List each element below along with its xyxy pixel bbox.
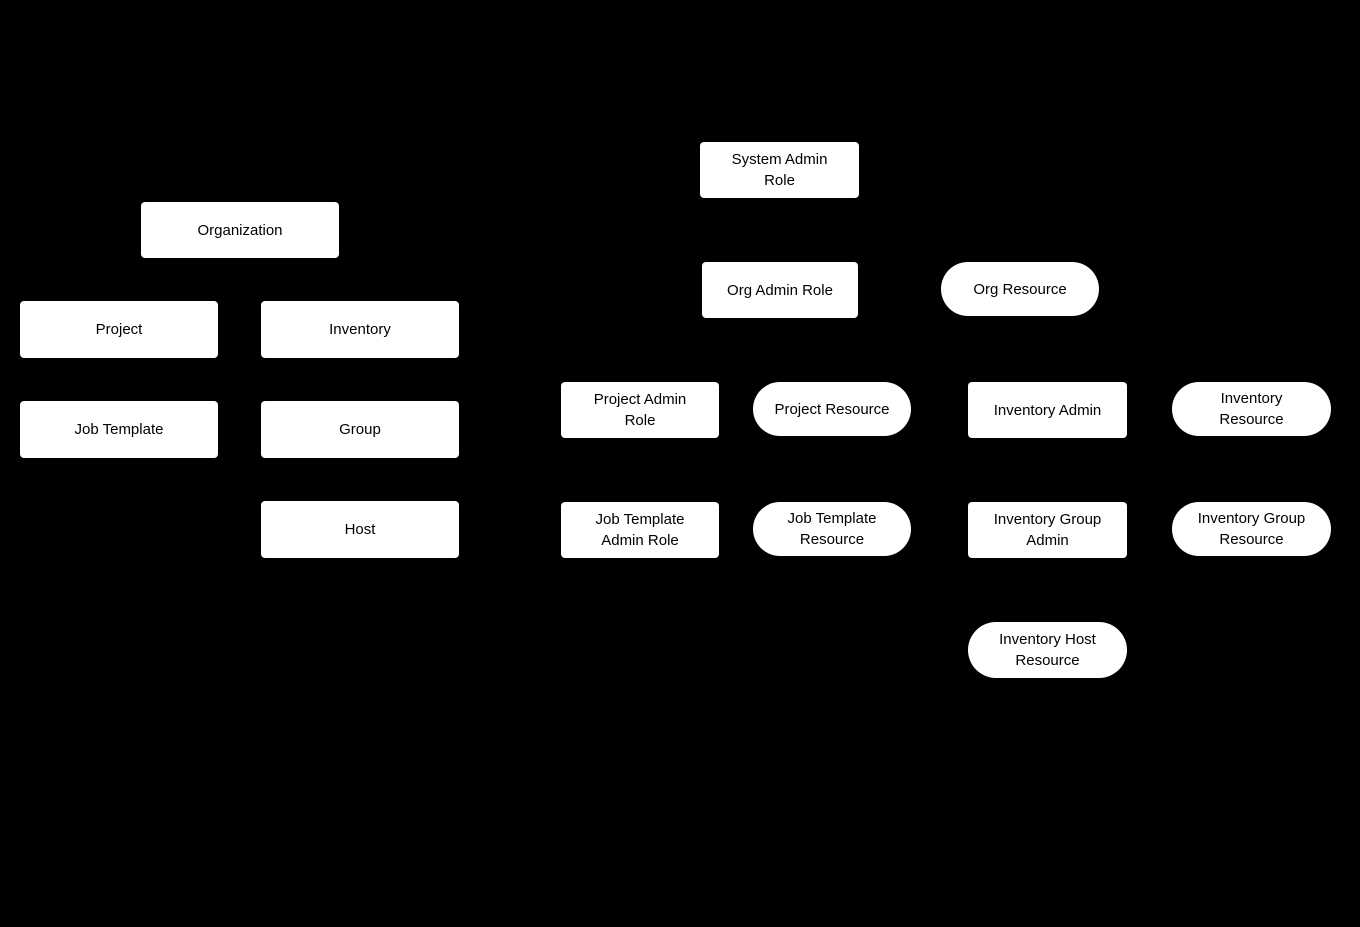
node-job-template: Job Template bbox=[20, 401, 218, 458]
node-label: Host bbox=[344, 521, 376, 538]
node-project-admin-role: Project Admin Role bbox=[561, 382, 719, 438]
node-group: Group bbox=[261, 401, 459, 458]
node-job-template-admin-role: Job Template Admin Role bbox=[561, 502, 719, 558]
node-inventory-group-admin: Inventory Group Admin bbox=[968, 502, 1127, 558]
node-project: Project bbox=[20, 301, 218, 358]
node-label: Inventory Admin bbox=[993, 401, 1102, 419]
node-label: Project Admin Role bbox=[593, 391, 687, 429]
node-org-admin-role: Org Admin Role bbox=[702, 262, 858, 318]
node-system-admin-role: System Admin Role bbox=[700, 142, 859, 198]
node-inventory-resource: Inventory Resource bbox=[1172, 382, 1331, 436]
node-label: System Admin Role bbox=[731, 151, 828, 189]
node-label: Organization bbox=[197, 221, 283, 239]
node-label: Project bbox=[95, 321, 143, 338]
node-organization: Organization bbox=[141, 202, 339, 258]
node-inventory-group-resource: Inventory Group Resource bbox=[1172, 502, 1331, 556]
node-label: Inventory Resource bbox=[1219, 390, 1284, 428]
node-label: Job Template bbox=[74, 421, 164, 438]
node-label: Project Resource bbox=[774, 400, 890, 418]
node-project-resource: Project Resource bbox=[753, 382, 911, 436]
node-label: Group bbox=[339, 421, 381, 438]
node-label: Job Template Admin Role bbox=[595, 511, 685, 549]
node-inventory: Inventory bbox=[261, 301, 459, 358]
node-label: Inventory Host Resource bbox=[999, 631, 1096, 669]
node-label: Org Resource bbox=[973, 280, 1067, 298]
node-inventory-admin: Inventory Admin bbox=[968, 382, 1127, 438]
node-label: Org Admin Role bbox=[727, 281, 833, 299]
node-inventory-host-resource: Inventory Host Resource bbox=[968, 622, 1127, 678]
node-label: Job Template Resource bbox=[787, 510, 877, 548]
node-host: Host bbox=[261, 501, 459, 558]
node-job-template-resource: Job Template Resource bbox=[753, 502, 911, 556]
node-org-resource: Org Resource bbox=[941, 262, 1099, 316]
node-label: Inventory Group Resource bbox=[1197, 510, 1306, 548]
node-label: Inventory Group Admin bbox=[993, 511, 1102, 549]
node-label: Inventory bbox=[329, 321, 391, 338]
